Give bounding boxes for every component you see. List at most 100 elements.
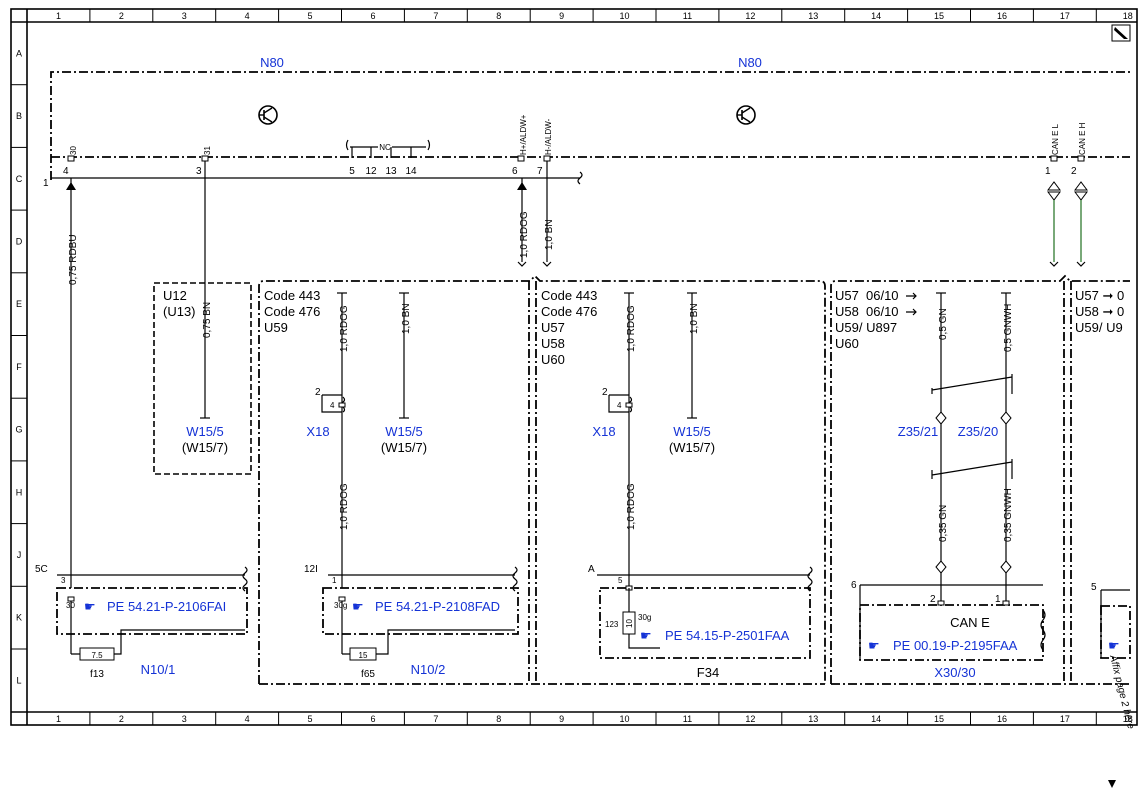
grid-column-number: 14: [871, 11, 881, 21]
electronic-component-icon: [258, 105, 278, 125]
grid-column-number: 13: [808, 714, 818, 724]
x30-reference-link[interactable]: PE 00.19-P-2195FAA: [893, 638, 1018, 653]
wire-end-markers: [200, 261, 1086, 419]
switch-pin-4: 4: [330, 401, 335, 410]
u59-u897-label: U59/ U897: [835, 320, 897, 335]
grid-column-number: 3: [182, 11, 187, 21]
x18-link[interactable]: X18: [592, 424, 615, 439]
nc-pin-12: 12: [365, 166, 377, 177]
reference-hand-icon[interactable]: ☛: [868, 638, 880, 653]
reference-hand-icon[interactable]: ☛: [352, 599, 364, 614]
grid-column-number: 5: [308, 714, 313, 724]
wire-lines: [70, 161, 1082, 603]
fuse-value: 15: [359, 651, 368, 660]
f34-reference-link[interactable]: PE 54.15-P-2501FAA: [665, 628, 790, 643]
variant-box-outlines: [153, 274, 1130, 685]
n10-2-reference-link[interactable]: PE 54.21-P-2108FAD: [375, 599, 500, 614]
nc-bracket: [345, 139, 431, 158]
x18-link[interactable]: X18: [306, 424, 329, 439]
far-u57-label: U57 ➞ 0: [1075, 288, 1124, 303]
grid-row-letter: B: [16, 111, 22, 121]
wire-label: 0,5 GN: [938, 308, 949, 340]
n10-2-component-outline: [322, 566, 519, 661]
reference-hand-icon[interactable]: ☛: [1108, 638, 1120, 653]
far-component-outline: [1100, 589, 1131, 659]
wire-label: 1,0 BN: [689, 303, 700, 334]
reference-hand-icon[interactable]: ☛: [84, 599, 96, 614]
twisted-pair-icon: [931, 374, 1013, 479]
wire-label: 0,5 GNWH: [1003, 304, 1014, 352]
grid-column-number: 15: [934, 11, 944, 21]
reference-hand-icon[interactable]: ☛: [640, 628, 652, 643]
wire-label: 1,0 RDOG: [339, 483, 350, 530]
wire-label: 0,75 BN: [202, 302, 213, 338]
code-476-label: Code 476: [264, 304, 320, 319]
can-e-title: CAN E: [950, 615, 990, 630]
grid-column-markers: 1122334455667788991010111112121313141415…: [56, 9, 1133, 725]
wire-label: 1,0 RDOG: [626, 305, 637, 352]
n10-2-link[interactable]: N10/2: [411, 662, 446, 677]
can-pin-2-label: 2: [1071, 166, 1077, 177]
grid-row-letter: A: [16, 48, 22, 58]
grid-row-letter: E: [16, 299, 22, 309]
grid-column-number: 12: [745, 11, 755, 21]
nc-pin-5: 5: [349, 166, 355, 177]
grid-column-number: 13: [808, 11, 818, 21]
connector-pin-1: 1: [43, 178, 49, 189]
wire-label: 1,0 RDOG: [519, 211, 530, 258]
grid-column-number: 17: [1060, 11, 1070, 21]
n10-1-reference-link[interactable]: PE 54.21-P-2106FAI: [107, 599, 226, 614]
wire-label: 1,0 RDOG: [339, 305, 350, 352]
z35-20-link[interactable]: Z35/20: [958, 424, 998, 439]
x30-30-component-outline: [859, 560, 1046, 661]
grid-column-number: 2: [119, 11, 124, 21]
grid-row-letter: F: [16, 362, 22, 372]
grid-column-number: 9: [559, 11, 564, 21]
f34-component-outline: [597, 566, 813, 659]
fuse-value: 7.5: [91, 651, 103, 660]
n80-label-left[interactable]: N80: [260, 55, 284, 70]
switch-pin-2: 2: [315, 387, 321, 398]
arrow-right-icon: [906, 308, 917, 316]
n10-1-component-outline: [56, 566, 248, 661]
grid-column-number: 7: [433, 11, 438, 21]
u59-label: U59: [264, 320, 288, 335]
x18-switch-icon: [321, 394, 346, 413]
grid-column-number: 11: [683, 11, 692, 21]
nc-pin-13: 13: [385, 166, 397, 177]
grid-column-number: 10: [620, 11, 630, 21]
x18-switch-icon: [608, 394, 633, 413]
w15-5-link[interactable]: W15/5: [186, 424, 224, 439]
triangle-down-icon: [1108, 780, 1116, 788]
pin-31-label: 31: [203, 146, 212, 155]
grid-column-number: 1: [56, 714, 61, 724]
can-e-low-label: CAN E L: [1051, 123, 1060, 155]
code-443-label: Code 443: [541, 288, 597, 303]
pin-7-label: 7: [537, 166, 543, 177]
w15-5-link[interactable]: W15/5: [673, 424, 711, 439]
n80-label-right[interactable]: N80: [738, 55, 762, 70]
grid-row-letter: L: [16, 675, 21, 685]
electronic-component-icon: [736, 105, 756, 125]
grid-row-letter: H: [16, 487, 23, 497]
z35-21-link[interactable]: Z35/21: [898, 424, 938, 439]
pin-30-label: 30: [69, 146, 78, 155]
w15-7-label: (W15/7): [669, 440, 715, 455]
x30-30-link[interactable]: X30/30: [934, 665, 975, 680]
grid-column-number: 16: [997, 11, 1007, 21]
grid-column-number: 15: [934, 714, 944, 724]
grid-column-number: 9: [559, 714, 564, 724]
pin-6-label: 6: [851, 580, 857, 591]
grid-column-number: 11: [683, 714, 692, 724]
n10-1-link[interactable]: N10/1: [141, 662, 176, 677]
grid-column-number: 18: [1123, 11, 1133, 21]
fuse-name: f13: [90, 669, 104, 680]
w15-5-link[interactable]: W15/5: [385, 424, 423, 439]
grid-column-number: 16: [997, 714, 1007, 724]
grid-column-number: 8: [496, 11, 501, 21]
wire-label: 1,0 RDOG: [626, 483, 637, 530]
pin-12i-label: 12I: [304, 564, 318, 575]
nc-label: NC: [379, 143, 391, 152]
f34-label: F34: [697, 665, 719, 680]
